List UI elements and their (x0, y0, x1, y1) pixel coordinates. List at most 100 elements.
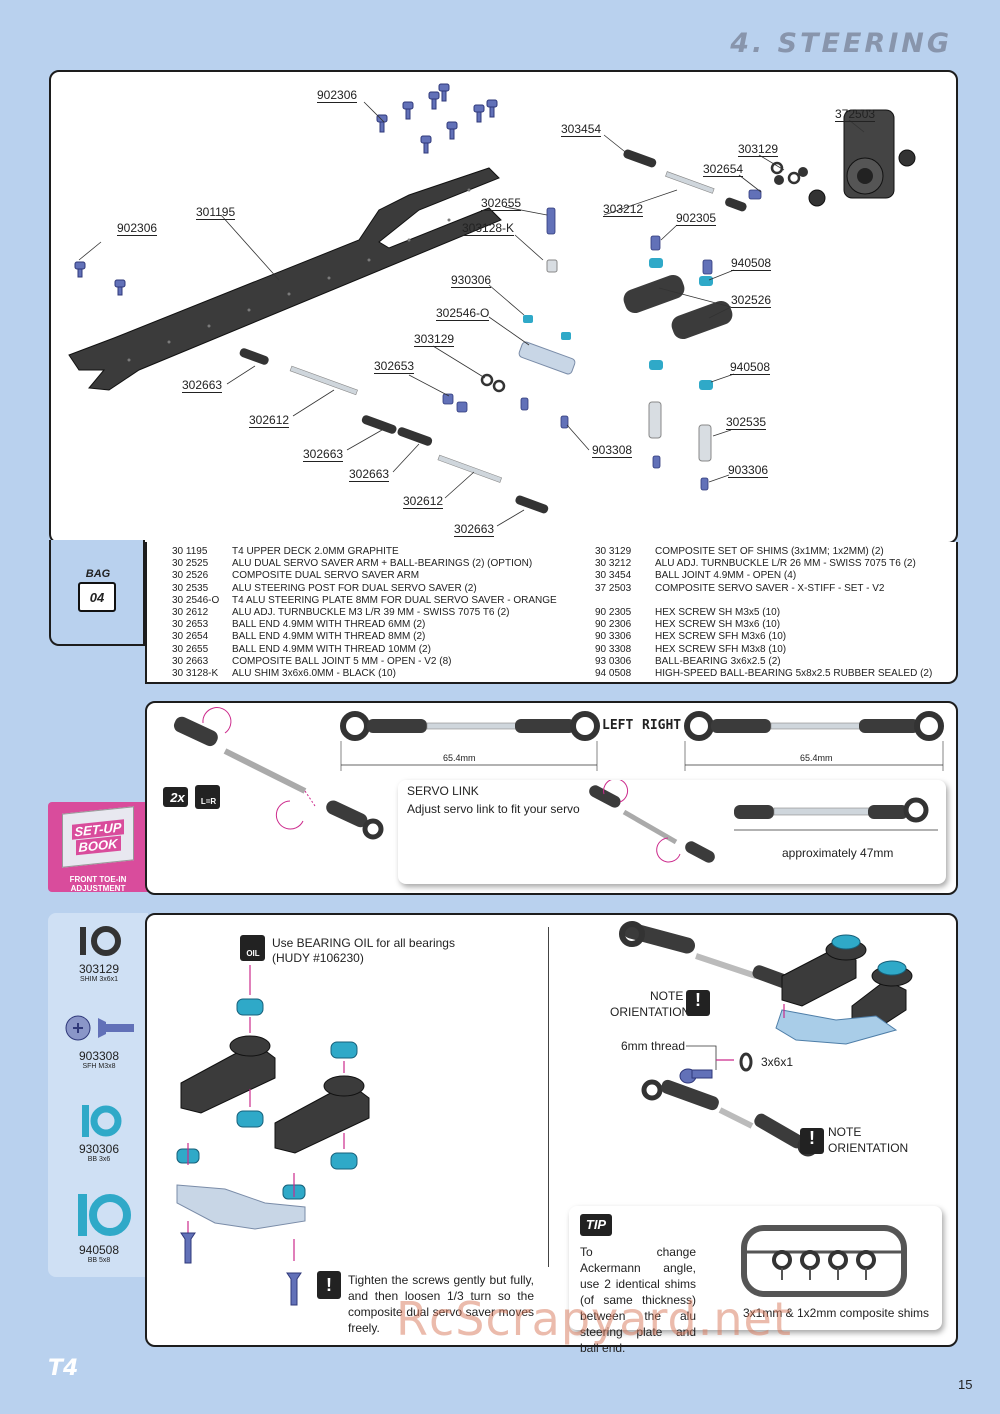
part-label: 302663 (349, 467, 390, 482)
part-label: 302653 (374, 359, 415, 374)
steering-plate-assembly (176, 1184, 306, 1230)
note-orientation-1-line2: ORIENTATION (610, 1005, 691, 1019)
shim-rings (480, 161, 801, 393)
servo-link-panel (398, 780, 946, 884)
note-orientation-2-line1: NOTE (828, 1125, 862, 1139)
turnbuckle-left-graphic (340, 711, 600, 771)
part-label: 940508 (730, 360, 771, 375)
part-label: 303129 (738, 142, 779, 157)
tip-badge: TIP (580, 1214, 612, 1236)
part-label: 372503 (835, 107, 876, 122)
servo-link-drawing (589, 780, 938, 863)
side-icon-shim: 303129 SHIM 3x6x1 (60, 923, 138, 983)
oil-badge-text: OIL (246, 949, 260, 958)
turnbuckle-parts (239, 149, 747, 514)
part-label: 302546-O (436, 306, 490, 321)
ball-end-screw (679, 1068, 713, 1084)
tip-text: To change Ackermann angle, use 2 identic… (580, 1245, 696, 1355)
side-icon-sub: SHIM 3x6x1 (79, 976, 119, 983)
part-label: 930306 (451, 273, 492, 288)
ball-joint-exploded-graphic (173, 707, 384, 840)
side-icon-code: 903308 (78, 1049, 120, 1063)
brand-logo: T4 (48, 1356, 79, 1381)
side-icon-sub: SFH M3x8 (82, 1063, 116, 1070)
side-icon-code: 930306 (78, 1142, 120, 1156)
side-icon-code: 940508 (78, 1243, 120, 1257)
qty-text: 2x (170, 790, 185, 805)
linkage-bearings (831, 934, 907, 976)
bag-number: 04 (78, 582, 116, 612)
servo-saver-arms (518, 258, 733, 462)
linkage-leaders (686, 1045, 717, 1070)
small-screws (442, 189, 762, 491)
screws-902306-top (74, 83, 498, 296)
note-orientation-2-line2: ORIENTATION (828, 1141, 909, 1155)
right-label: RIGHT (642, 718, 682, 733)
arrows (187, 965, 345, 1261)
exploded-view-drawing (68, 83, 916, 527)
screw-icon (65, 1015, 134, 1041)
side-icon-bearing-large: 940508 BB 5x8 (60, 1190, 138, 1264)
part-label: 303212 (603, 202, 644, 217)
assembly-divider (548, 927, 549, 1267)
bearing-oil-ref: (HUDY #106230) (272, 951, 364, 965)
part-label: 902306 (117, 221, 158, 236)
side-icon-code: 303129 (78, 962, 120, 976)
toe-in-drawing (163, 707, 944, 840)
upper-deck-graphic (68, 167, 502, 391)
bearing-oil-note: Use BEARING OIL for all bearings (272, 936, 455, 950)
part-label: 303129 (414, 332, 455, 347)
page-number: 15 (958, 1377, 973, 1392)
linkage-shim (739, 1052, 753, 1072)
dim-right: 65.4mm (800, 753, 833, 763)
part-label: 302535 (726, 415, 767, 430)
part-label: 302612 (249, 413, 290, 428)
turnbuckle-right-graphic (684, 711, 944, 771)
part-label: 303128-K (462, 221, 515, 236)
bearing-icon (82, 1105, 122, 1137)
part-label: 902306 (317, 88, 358, 103)
part-label: 301195 (196, 205, 236, 220)
screws-assembly (180, 1232, 302, 1306)
servo-link-title: SERVO LINK (407, 784, 479, 798)
side-icons-column (48, 913, 148, 1277)
qty-badge (163, 785, 220, 809)
bearing-large-icon (78, 1194, 131, 1236)
note-mark-2: ! (809, 1128, 815, 1148)
approx-length: approximately 47mm (782, 846, 894, 860)
linkage-arrows (716, 1004, 785, 1061)
bag-badge: BAG 04 (78, 568, 118, 612)
servo-saver-graphic (774, 109, 916, 207)
note-mark-1: ! (695, 990, 701, 1010)
dim-left: 65.4mm (443, 753, 476, 763)
setup-caption: FRONT TOE-IN ADJUSTMENT (69, 875, 127, 893)
note-orientation-1-line1: NOTE (650, 989, 684, 1003)
warning-badge-graphic (317, 1271, 341, 1299)
part-label: 302663 (182, 378, 223, 393)
bag-label: BAG (85, 568, 111, 580)
left-label: LEFT (602, 718, 634, 733)
part-label: 903308 (592, 443, 633, 458)
shims-sprue-drawing (741, 1225, 907, 1297)
lr-text: L=R (200, 797, 217, 806)
part-label: 302663 (303, 447, 344, 462)
parts-row (595, 595, 932, 607)
thread-label: 6mm thread (621, 1039, 686, 1053)
side-icon-sub: BB 3x6 (87, 1156, 111, 1163)
note-badges (686, 990, 824, 1154)
